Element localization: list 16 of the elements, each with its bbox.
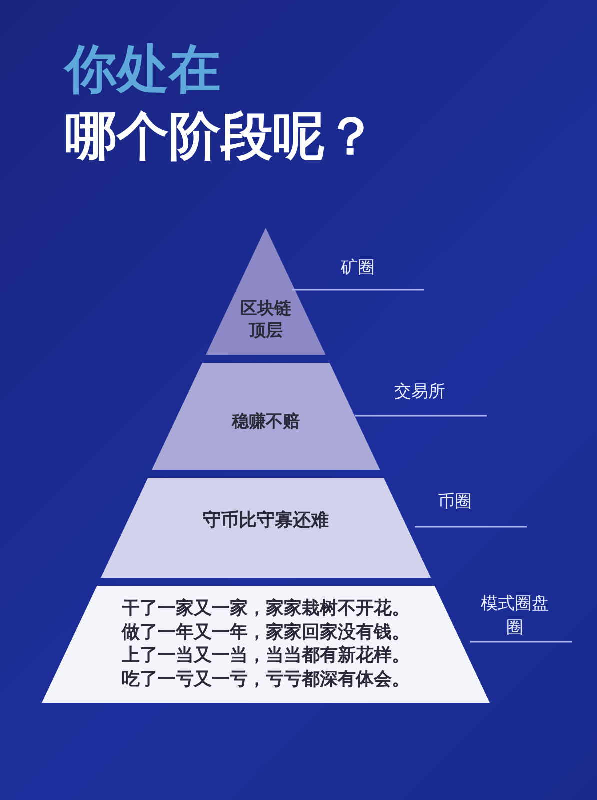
- pyramid-tier: [206, 228, 326, 355]
- subtitle: 哪个阶段呢？: [65, 106, 377, 169]
- tier-text: 守币比守寡还难: [202, 510, 330, 532]
- side-label: 币圈: [437, 491, 473, 514]
- tier-text: 做了一年又一年，家家回家没有钱。: [120, 620, 411, 644]
- side-label: 交易所: [394, 381, 446, 404]
- tier-text: 干了一家又一家，家家栽树不开花。: [120, 597, 411, 620]
- tier-text: 稳赚不赔: [230, 411, 301, 433]
- title: 你处在: [65, 39, 221, 102]
- side-label: 模式圈盘圈: [480, 593, 550, 640]
- pyramid-tier: [100, 478, 432, 578]
- tier-text: 上了一当又一当，当当都有新花样。: [120, 644, 411, 668]
- side-label: 矿圈: [340, 257, 376, 280]
- pyramid-tier: [152, 363, 380, 470]
- tier-text: 吃了一亏又一亏，亏亏都深有体会。: [120, 668, 411, 691]
- tier-text: 区块链顶层: [239, 298, 292, 342]
